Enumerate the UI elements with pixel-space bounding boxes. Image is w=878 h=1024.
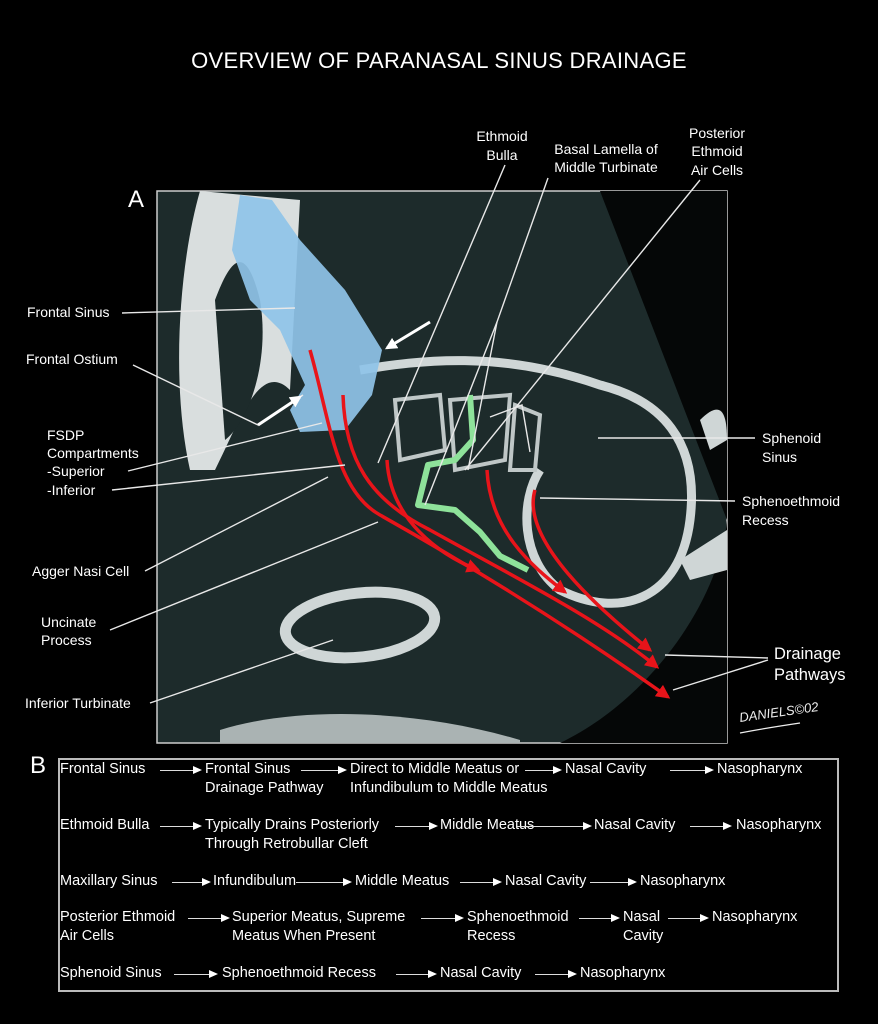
frontal-sinus-highlight [232,195,382,432]
label-frontal-sinus: Frontal Sinus [27,304,110,320]
flow-step: Nasopharynx [712,909,798,925]
flow-arrow-icon [160,766,202,774]
flow-arrow-icon [535,970,577,978]
label-bulla: Bulla [486,147,518,163]
flow-step: Nasal Cavity [505,873,587,889]
basal-lamella-highlight [415,394,530,573]
flow-step: Nasal Cavity [565,761,647,777]
drainage-arrow [485,469,568,594]
flow-step: Middle Meatus [440,817,535,833]
flow-step: Nasopharynx [736,817,822,833]
label-pathways: Pathways [774,666,846,684]
flow-step: Nasal [623,909,661,925]
drainage-arrow [531,489,653,652]
label-air-cells: Air Cells [690,162,744,178]
flow-step: Middle Meatus [355,873,450,889]
flow-arrow-icon [188,914,230,922]
flow-arrow-icon [690,822,732,830]
flow-arrow-icon [296,878,352,886]
label-inferior-turbinate: Inferior Turbinate [25,695,131,711]
flow-step: Typically Drains Posteriorly [205,817,380,833]
flow-step: Posterior Ethmoid [60,909,176,925]
white-pointer-arrow [257,395,302,427]
label-fsdp: FSDP [47,427,85,443]
sphenoid-outline [359,356,696,608]
label-sphenoid: Sphenoid [762,430,822,446]
label-middle-turbinate: Middle Turbinate [554,159,658,175]
inferior-turbinate-bone [279,586,441,664]
drainage-arrow [341,394,660,669]
flow-step: Sphenoid Sinus [60,965,162,981]
flow-step: Direct to Middle Meatus or [350,761,520,777]
flow-step: Nasopharynx [580,965,666,981]
flow-arrow-icon [460,878,502,886]
flow-step: Sphenoethmoid Recess [222,965,376,981]
flow-arrow-icon [579,914,620,922]
flow-arrow-icon [174,970,218,978]
ethmoid-cells [392,392,543,473]
drainage-arrow [308,349,671,699]
flow-step: Meatus When Present [232,928,376,944]
flow-arrow-icon [590,878,637,886]
label-posterior-ethmoid: Ethmoid [691,143,743,159]
flow-step: Drainage Pathway [205,780,324,796]
flow-step: Superior Meatus, Supreme [232,909,406,925]
flow-step: Nasal Cavity [440,965,522,981]
label-fsdp-superior: -Superior [47,463,105,479]
label-uncinate: Uncinate [41,614,97,630]
drainage-arrows [308,349,671,699]
label-sphenoid-sinus: Sinus [762,449,798,465]
label-recess: Recess [742,512,789,528]
page-title: OVERVIEW OF PARANASAL SINUS DRAINAGE [191,48,687,73]
flow-step: Infundibulum to Middle Meatus [350,780,548,796]
label-sphenoethmoid: Sphenoethmoid [742,493,841,509]
label-fsdp-compartments: Compartments [47,445,139,461]
panel-b-label: B [30,752,47,779]
flow-arrow-icon [395,822,438,830]
flow-arrow-icon [670,766,714,774]
flow-step: Ethmoid Bulla [60,817,150,833]
flow-arrow-icon [668,914,709,922]
flow-arrow-icon [517,822,592,830]
flow-step: Air Cells [60,928,114,944]
label-basal-lamella: Basal Lamella of [554,141,658,157]
flow-arrow-icon [421,914,464,922]
ct-background-edge [560,191,727,743]
flow-arrow-icon [160,822,202,830]
flow-step: Infundibulum [213,873,297,889]
label-fsdp-inferior: -Inferior [47,482,96,498]
flow-step: Cavity [623,928,664,944]
flow-arrow-icon [301,766,347,774]
label-frontal-ostium: Frontal Ostium [26,351,118,367]
label-drainage: Drainage [774,645,841,663]
label-posterior: Posterior [688,125,746,141]
flow-arrow-icon [396,970,437,978]
drainage-arrow [385,459,481,573]
flow-step: Recess [467,928,516,944]
flow-step: Nasopharynx [717,761,803,777]
label-ethmoid: Ethmoid [476,128,528,144]
signature: DANIELS©02 [738,699,820,734]
svg-text:DANIELS©02: DANIELS©02 [738,699,820,725]
flow-arrow-icon [525,766,562,774]
flow-step: Frontal Sinus [205,761,291,777]
white-pointer-arrow [384,320,431,350]
panel-a-label: A [128,186,145,213]
flow-step: Sphenoethmoid [467,909,569,925]
flow-step: Through Retrobullar Cleft [205,836,368,852]
label-agger-nasi: Agger Nasi Cell [32,563,130,579]
flow-step: Frontal Sinus [60,761,146,777]
flow-step: Maxillary Sinus [60,873,158,889]
flow-step: Nasopharynx [640,873,726,889]
flow-arrow-icon [172,878,211,886]
label-uncinate-process: Process [41,632,92,648]
flow-step: Nasal Cavity [594,817,676,833]
